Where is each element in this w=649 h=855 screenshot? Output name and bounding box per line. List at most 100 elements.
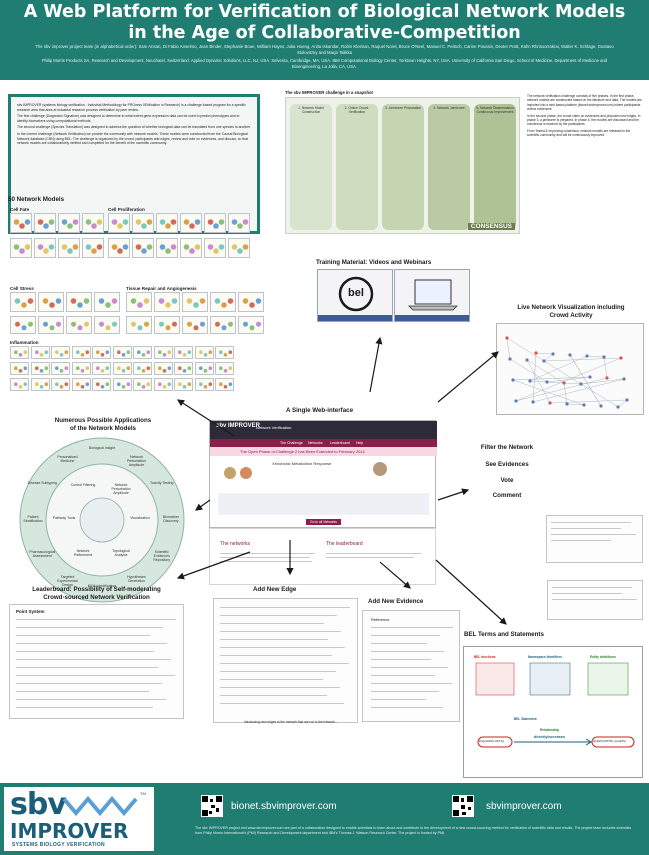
network-model-tile[interactable]	[180, 238, 202, 258]
network-model-tile[interactable]	[174, 378, 193, 391]
nav-tab-challenge[interactable]: The Challenge	[280, 440, 303, 445]
network-node[interactable]	[548, 401, 552, 405]
network-model-tile[interactable]	[180, 213, 202, 233]
network-model-tile[interactable]	[66, 292, 92, 312]
network-node[interactable]	[588, 375, 592, 379]
network-node[interactable]	[508, 357, 512, 361]
network-model-tile[interactable]	[154, 292, 180, 312]
qr-code-icon[interactable]	[201, 795, 223, 817]
network-model-tile[interactable]	[71, 346, 91, 359]
network-model-tile[interactable]	[94, 316, 120, 334]
network-node[interactable]	[619, 356, 623, 360]
network-model-tile[interactable]	[153, 362, 173, 375]
network-model-tile[interactable]	[10, 238, 32, 258]
network-model-tile[interactable]	[108, 238, 130, 258]
network-model-tile[interactable]	[66, 316, 92, 334]
network-node[interactable]	[531, 400, 535, 404]
network-node[interactable]	[599, 404, 603, 408]
qr-code-icon[interactable]	[452, 795, 474, 817]
network-node[interactable]	[542, 359, 546, 363]
network-model-tile[interactable]	[194, 378, 214, 391]
network-model-tile[interactable]	[94, 292, 120, 312]
network-model-tile[interactable]	[71, 378, 91, 391]
network-model-tile[interactable]	[174, 346, 193, 359]
network-model-tile[interactable]	[126, 292, 152, 312]
network-model-tile[interactable]	[182, 292, 208, 312]
nav-tab-networks[interactable]: Networks	[308, 440, 323, 445]
video-controls[interactable]	[395, 315, 469, 321]
network-model-tile[interactable]	[92, 378, 111, 391]
network-node[interactable]	[514, 399, 518, 403]
network-model-tile[interactable]	[182, 316, 208, 334]
network-model-tile[interactable]	[34, 213, 56, 233]
network-model-tile[interactable]	[153, 378, 173, 391]
network-node[interactable]	[602, 355, 606, 359]
network-node[interactable]	[511, 378, 515, 382]
network-model-tile[interactable]	[10, 213, 32, 233]
network-model-tile[interactable]	[156, 213, 178, 233]
network-model-tile[interactable]	[10, 292, 36, 312]
network-model-tile[interactable]	[228, 213, 250, 233]
network-model-tile[interactable]	[133, 378, 152, 391]
network-model-tile[interactable]	[34, 238, 56, 258]
network-node[interactable]	[534, 351, 538, 355]
network-node[interactable]	[551, 352, 555, 356]
network-model-tile[interactable]	[133, 346, 152, 359]
network-node[interactable]	[525, 358, 529, 362]
network-node[interactable]	[605, 376, 609, 380]
network-model-tile[interactable]	[132, 213, 154, 233]
network-node[interactable]	[622, 377, 626, 381]
network-model-tile[interactable]	[38, 292, 64, 312]
network-model-tile[interactable]	[58, 213, 80, 233]
network-node[interactable]	[562, 381, 566, 385]
network-node[interactable]	[579, 382, 583, 386]
network-model-tile[interactable]	[108, 213, 130, 233]
network-model-tile[interactable]	[215, 346, 234, 359]
network-model-tile[interactable]	[210, 316, 236, 334]
go-to-networks-button[interactable]: Go to all Networks	[306, 519, 341, 525]
network-model-tile[interactable]	[194, 362, 214, 375]
network-model-tile[interactable]	[154, 316, 180, 334]
network-model-tile[interactable]	[30, 378, 50, 391]
network-model-tile[interactable]	[112, 378, 132, 391]
network-model-tile[interactable]	[51, 378, 70, 391]
network-model-tile[interactable]	[126, 316, 152, 334]
network-model-tile[interactable]	[238, 316, 264, 334]
network-model-tile[interactable]	[10, 316, 36, 334]
network-node[interactable]	[545, 380, 549, 384]
video-thumbnail-webinar[interactable]	[394, 269, 470, 322]
network-node[interactable]	[565, 402, 569, 406]
network-node[interactable]	[568, 353, 572, 357]
network-node[interactable]	[585, 354, 589, 358]
network-model-tile[interactable]	[58, 238, 80, 258]
network-model-tile[interactable]	[204, 213, 226, 233]
network-model-tile[interactable]	[133, 362, 152, 375]
network-model-tile[interactable]	[71, 362, 91, 375]
network-model-tile[interactable]	[204, 238, 226, 258]
sbvimprover-url[interactable]: sbvimprover.com	[486, 801, 562, 812]
network-model-tile[interactable]	[10, 362, 29, 375]
network-model-tile[interactable]	[82, 238, 104, 258]
network-node[interactable]	[616, 405, 620, 409]
network-model-tile[interactable]	[156, 238, 178, 258]
network-model-tile[interactable]	[228, 238, 250, 258]
network-model-tile[interactable]	[92, 362, 111, 375]
network-model-tile[interactable]	[215, 378, 234, 391]
network-model-tile[interactable]	[194, 346, 214, 359]
network-model-tile[interactable]	[112, 362, 132, 375]
network-model-tile[interactable]	[132, 238, 154, 258]
network-node[interactable]	[625, 398, 629, 402]
nav-tab-help[interactable]: Help	[356, 440, 364, 445]
network-model-tile[interactable]	[153, 346, 173, 359]
network-model-tile[interactable]	[30, 346, 50, 359]
video-controls[interactable]	[318, 315, 392, 321]
network-model-tile[interactable]	[215, 362, 234, 375]
video-thumbnail-bel[interactable]: bel	[317, 269, 393, 322]
network-model-tile[interactable]	[210, 292, 236, 312]
network-node[interactable]	[582, 403, 586, 407]
network-model-tile[interactable]	[10, 346, 29, 359]
nav-tab-leaderboard[interactable]: Leaderboard	[330, 440, 350, 445]
network-model-tile[interactable]	[51, 346, 70, 359]
network-model-tile[interactable]	[92, 346, 111, 359]
network-model-tile[interactable]	[238, 292, 264, 312]
